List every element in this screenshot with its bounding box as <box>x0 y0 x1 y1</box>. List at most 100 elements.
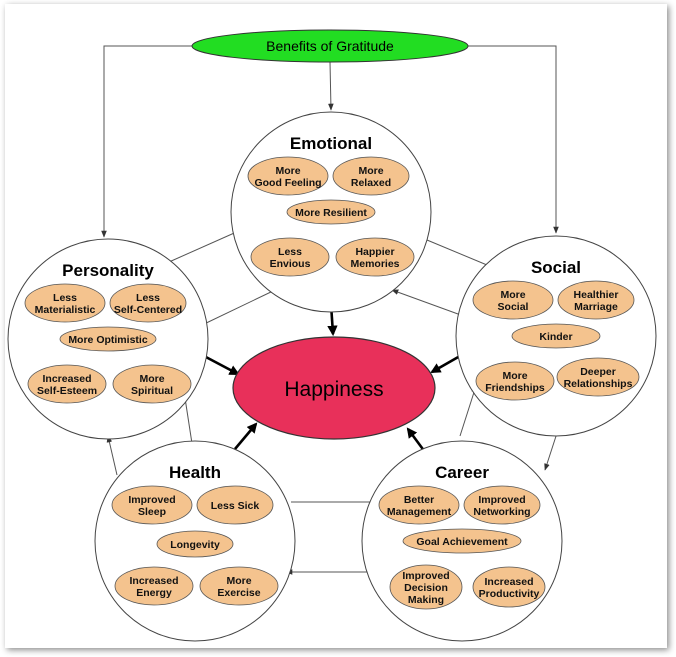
connector-emotional-personality <box>199 290 274 327</box>
pill-emotional-3 <box>250 237 330 277</box>
group-personality: PersonalityLessMaterialisticLessSelf-Cen… <box>7 238 209 440</box>
pill-label-personality-3-0: Increased <box>42 373 91 385</box>
pill-label-social-3-1: Friendships <box>485 382 545 394</box>
pill-label-health-0-1: Sleep <box>138 506 166 518</box>
center-node-label: Happiness <box>284 378 383 401</box>
pill-personality-3 <box>27 364 107 404</box>
pill-label-social-0-0: More <box>500 289 525 301</box>
pill-social-0 <box>472 280 554 320</box>
pill-label-career-2-0: Goal Achievement <box>416 536 508 548</box>
connector-top-social <box>468 45 559 234</box>
pill-health-2 <box>156 530 234 558</box>
pill-career-0 <box>378 485 460 525</box>
pill-label-career-1-0: Improved <box>478 494 525 506</box>
center-node-shape <box>232 336 436 440</box>
pill-label-social-1-0: Healthier <box>574 289 619 301</box>
pill-personality-4 <box>112 364 192 404</box>
connectors <box>101 45 559 575</box>
pill-health-0 <box>111 485 193 525</box>
pill-health-3 <box>114 566 194 606</box>
pill-label-personality-3-1: Self-Esteem <box>37 385 97 397</box>
group-title-social: Social <box>531 258 581 277</box>
pill-label-emotional-1-0: More <box>358 165 383 177</box>
pill-label-career-4-0: Increased <box>484 576 533 588</box>
group-career: CareerBetterManagementImprovedNetworking… <box>361 440 563 642</box>
pill-label-health-3-1: Energy <box>136 587 172 599</box>
pill-label-emotional-0-0: More <box>275 165 300 177</box>
group-title-emotional: Emotional <box>290 134 372 153</box>
pill-label-emotional-2-0: More Resilient <box>295 207 367 219</box>
group-title-career: Career <box>435 463 489 482</box>
pill-label-personality-1-1: Self-Centered <box>114 304 182 316</box>
pill-career-1 <box>463 485 541 525</box>
pill-social-4 <box>556 357 640 397</box>
pill-label-social-0-1: Social <box>498 301 529 313</box>
pill-label-personality-0-0: Less <box>53 292 77 304</box>
pill-label-health-3-0: Increased <box>129 575 178 587</box>
pill-emotional-2 <box>286 199 376 225</box>
pill-emotional-1 <box>332 156 410 196</box>
pill-label-emotional-1-1: Relaxed <box>351 177 391 189</box>
pill-label-personality-0-1: Materialistic <box>35 304 96 316</box>
group-title-personality: Personality <box>62 261 154 280</box>
pill-label-health-4-1: Exercise <box>217 587 260 599</box>
pill-label-social-4-1: Relationships <box>564 378 633 390</box>
top-node-label: Benefits of Gratitude <box>266 38 394 54</box>
connector-health-personality <box>106 435 118 476</box>
pill-label-emotional-3-1: Envious <box>270 258 311 270</box>
connector-top-personality <box>101 45 192 238</box>
pill-emotional-0 <box>247 156 329 196</box>
arrow-personality-happiness <box>203 354 240 376</box>
pill-label-social-4-0: Deeper <box>580 366 616 378</box>
pill-label-career-3-2: Making <box>408 594 444 606</box>
pill-health-1 <box>196 485 274 525</box>
connector-social-career <box>544 429 559 471</box>
pill-personality-1 <box>109 283 187 323</box>
pill-label-health-2-0: Longevity <box>170 539 220 551</box>
top-node-shape <box>191 29 469 63</box>
pill-label-health-0-0: Improved <box>128 494 175 506</box>
connector-personality-emotional <box>168 229 242 263</box>
pill-career-2 <box>402 528 522 554</box>
pill-health-4 <box>199 566 279 606</box>
pill-label-emotional-3-0: Less <box>278 246 302 258</box>
connector-career-social <box>459 385 477 437</box>
pill-label-career-1-1: Networking <box>473 506 530 518</box>
pill-label-personality-2-0: More Optimistic <box>68 334 148 346</box>
arrow-health-happiness <box>234 422 258 450</box>
pill-label-social-1-1: Marriage <box>574 301 618 313</box>
pill-label-career-0-1: Management <box>387 506 452 518</box>
pill-label-career-0-0: Better <box>404 494 434 506</box>
pill-label-personality-4-0: More <box>139 373 164 385</box>
pill-label-health-1-0: Less Sick <box>211 500 260 512</box>
pill-label-career-4-1: Productivity <box>479 588 540 600</box>
pill-career-3 <box>389 564 463 610</box>
connector-top-emotional <box>328 61 334 111</box>
pill-social-2 <box>511 323 601 349</box>
pill-social-3 <box>475 361 555 401</box>
pill-label-career-3-0: Improved <box>402 570 449 582</box>
pill-career-4 <box>472 566 546 608</box>
pill-label-emotional-0-1: Good Feeling <box>254 177 321 189</box>
pill-label-personality-1-0: Less <box>136 292 160 304</box>
pill-label-social-3-0: More <box>502 370 527 382</box>
pill-social-1 <box>557 280 635 320</box>
pill-label-personality-4-1: Spiritual <box>131 385 173 397</box>
pill-label-emotional-4-0: Happier <box>355 246 394 258</box>
arrow-social-happiness <box>430 354 461 374</box>
connector-social-emotional <box>391 289 470 319</box>
pill-label-social-2-0: Kinder <box>539 331 572 343</box>
arrow-career-happiness <box>406 427 427 453</box>
pill-personality-2 <box>59 326 157 352</box>
pill-emotional-4 <box>335 237 415 277</box>
pill-label-career-3-1: Decision <box>404 582 448 594</box>
pill-label-health-4-0: More <box>226 575 251 587</box>
pill-label-emotional-4-1: Memories <box>350 258 399 270</box>
group-title-health: Health <box>169 463 221 482</box>
group-social: SocialMoreSocialHealthierMarriageKinderM… <box>455 235 657 437</box>
